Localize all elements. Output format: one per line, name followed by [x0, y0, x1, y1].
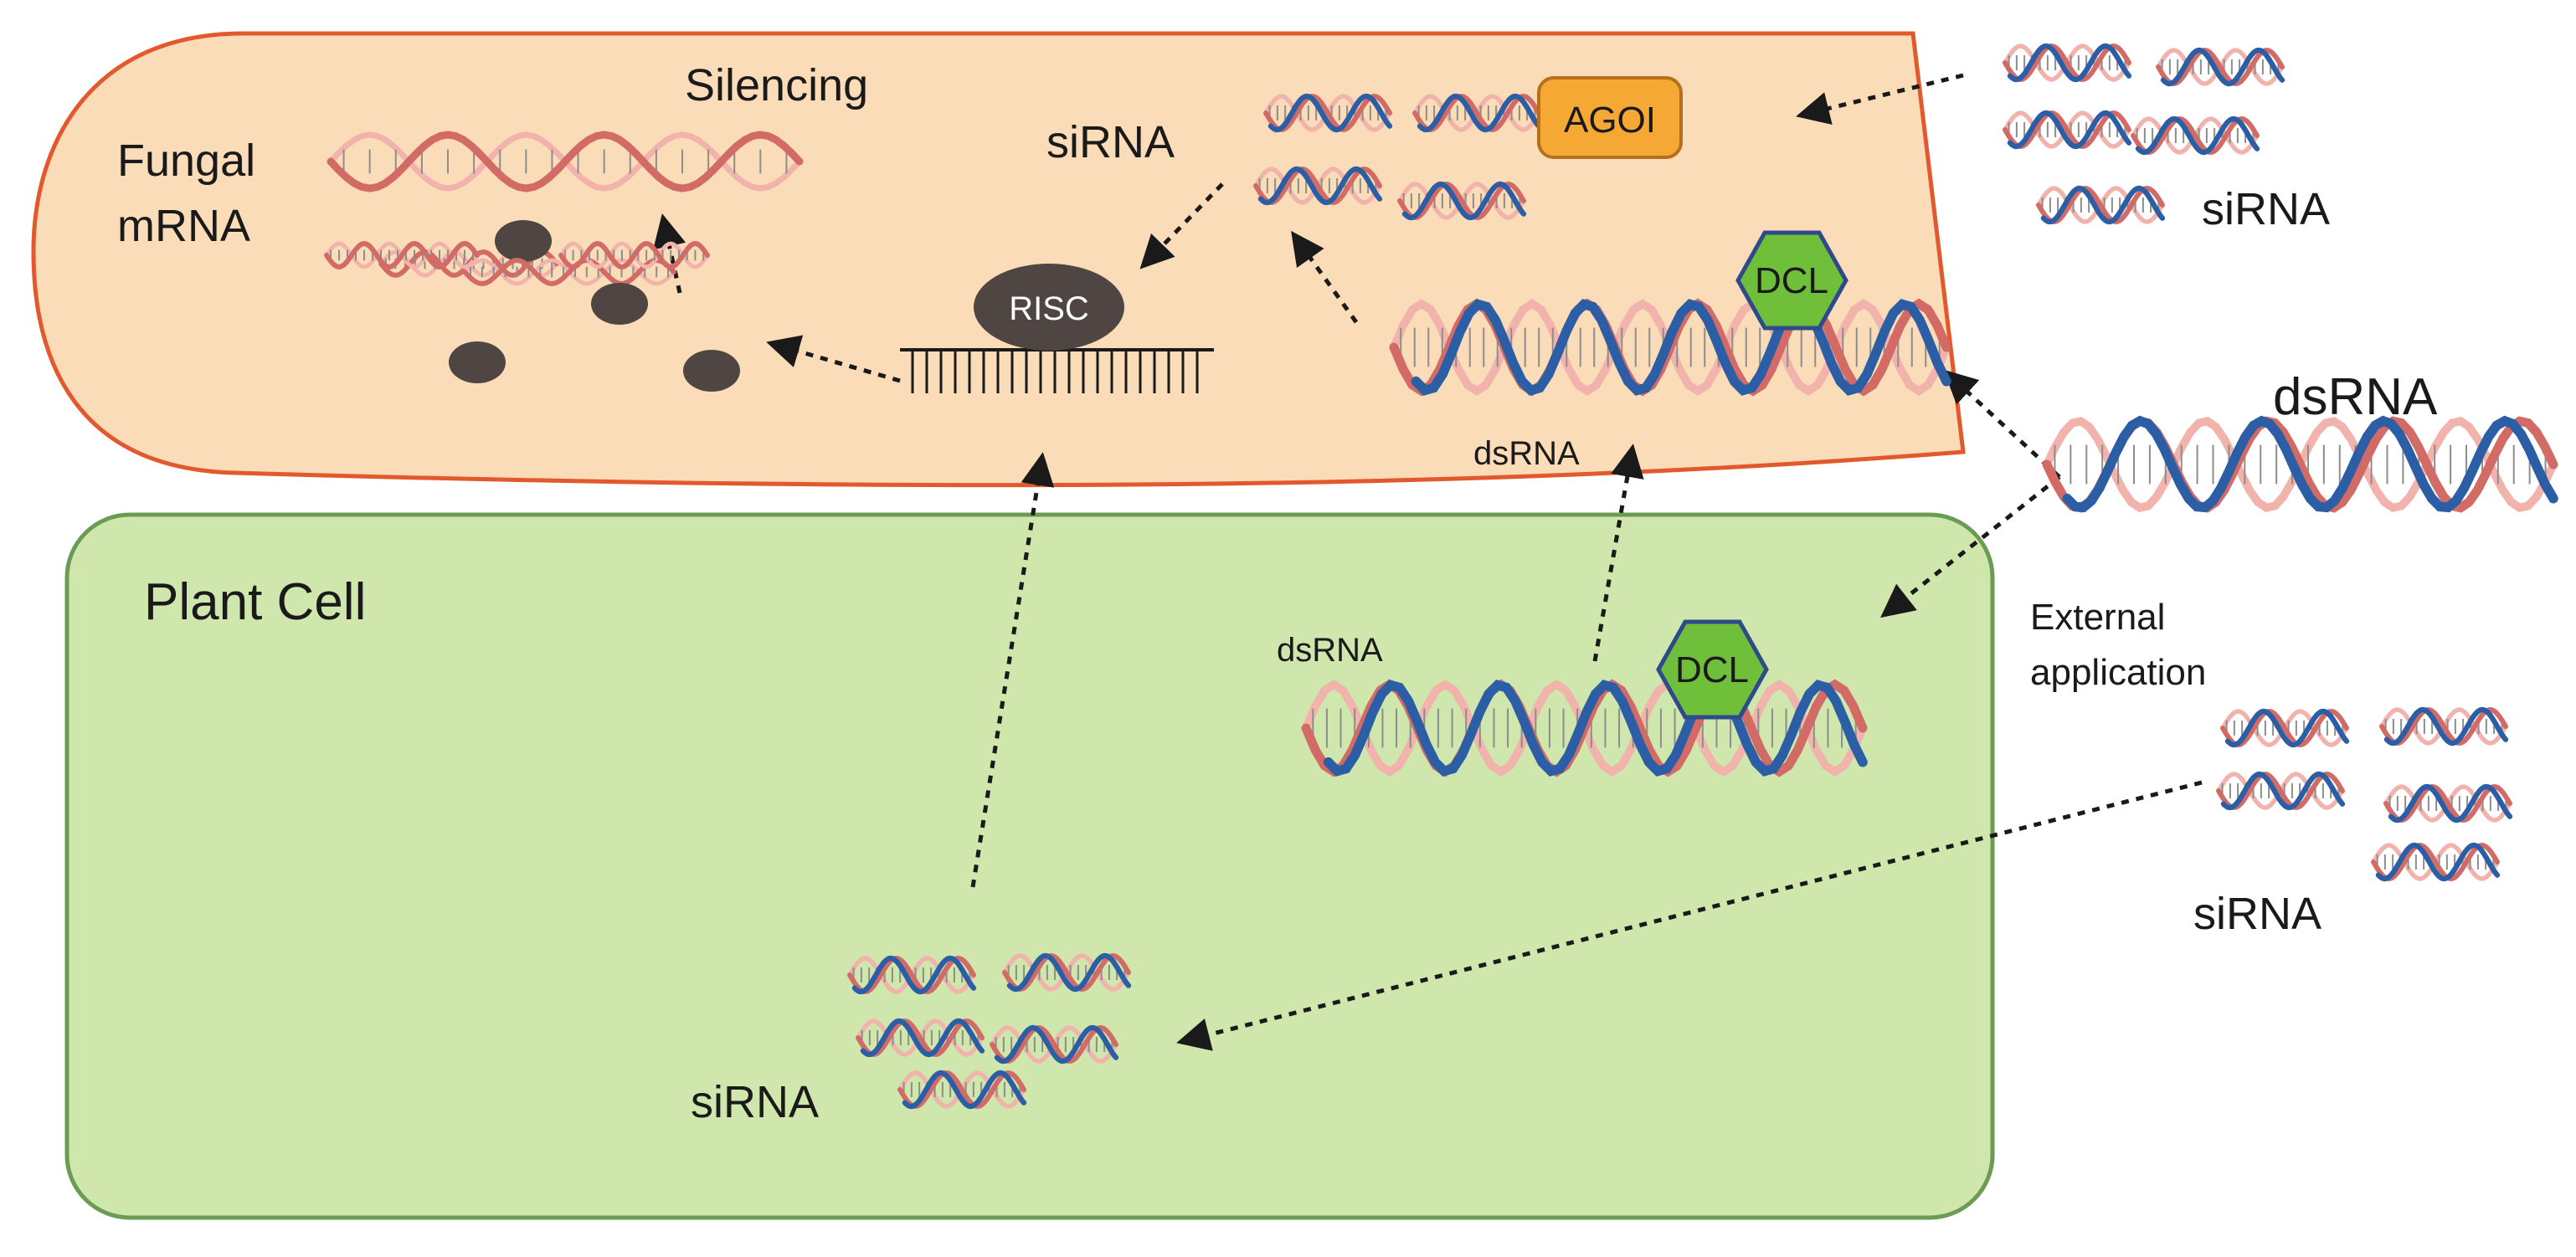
- fungal-mrna-strand: [326, 131, 804, 192]
- agoi-label: AGOI: [1564, 100, 1656, 141]
- helix-strand: [1417, 93, 1542, 133]
- helix-strand: [2007, 43, 2132, 83]
- helix-strand: [2040, 185, 2166, 225]
- dsrna-helix-outer: [2042, 415, 2558, 513]
- helix-strand: [994, 1024, 1119, 1065]
- sirna-duplex: [2216, 771, 2346, 811]
- ribosome: [591, 283, 648, 325]
- sirna-duplex: [2371, 842, 2501, 882]
- polysome-strand: [324, 240, 506, 383]
- helix-strand: [2160, 47, 2285, 87]
- sirna-duplex: [2379, 706, 2509, 747]
- helix-strand: [462, 257, 676, 287]
- sirna-plant-label: siRNA: [691, 1077, 819, 1127]
- helix-strand: [2007, 110, 2132, 150]
- helix-strand: [1323, 680, 1868, 777]
- arrow-plant-dsrna-to-fungal: [1592, 444, 1644, 662]
- dcl-plant-label: DCL: [1675, 649, 1749, 690]
- sirna-duplex: [856, 1018, 985, 1058]
- arrow-plant-sirna-to-risc: [970, 452, 1055, 888]
- helix-strand: [558, 240, 710, 270]
- sirna-duplex: [2036, 185, 2166, 225]
- helix-strand: [324, 240, 480, 270]
- helix-strand: [2224, 708, 2350, 748]
- fungal-label-line2: mRNA: [117, 201, 250, 251]
- dsrna-plant-label: dsRNA: [1277, 632, 1383, 669]
- polysome-strand: [462, 257, 676, 325]
- agoi-protein: AGOI: [1537, 76, 1683, 159]
- external-label-line1: External: [2030, 597, 2165, 638]
- arrow-dcl-to-sirna: [1291, 230, 1359, 324]
- dcl-fungal: DCL: [1735, 230, 1848, 331]
- flow-arrows: [653, 73, 2203, 1051]
- fungal-hypha-cell: [31, 31, 1966, 488]
- plant-cell-label: Plant Cell: [144, 573, 366, 631]
- sirna-duplex: [2003, 110, 2132, 150]
- arrow-external-dsrna-to-fungal: [1943, 369, 2061, 479]
- dsrna-fungal-label: dsRNA: [1473, 435, 1580, 472]
- sirna-duplex: [1412, 93, 1542, 133]
- arrow-external-sirna-to-plant: [1176, 780, 2203, 1051]
- helix-strand: [2375, 842, 2501, 882]
- sirna-duplex: [1002, 952, 1132, 993]
- helix-strand: [1411, 299, 1951, 396]
- helix-strand: [1257, 166, 1383, 206]
- helix-strand: [851, 955, 977, 995]
- dsrna-helix-fungal: [1389, 298, 1951, 397]
- sirna-duplex: [2383, 783, 2513, 823]
- risc-complex: RISC: [900, 264, 1214, 393]
- helix-strand: [2220, 771, 2346, 811]
- sirna-groups: [847, 43, 2513, 1110]
- arrow-risc-to-mrna: [766, 335, 901, 383]
- risc-body: [974, 264, 1124, 351]
- sirna-duplex: [1397, 181, 1527, 221]
- sirna-duplex: [1253, 166, 1383, 206]
- dsrna-helices: [1301, 298, 2558, 777]
- risc-label: RISC: [1009, 290, 1089, 327]
- sirna-duplex: [2156, 47, 2285, 87]
- arrow-external-dsrna-to-plant: [1880, 475, 2061, 618]
- ribosome: [683, 350, 740, 392]
- helix-strand: [2135, 115, 2260, 156]
- helix-strand: [2062, 415, 2558, 513]
- sirna-outer-bottom-label: siRNA: [2193, 889, 2321, 939]
- helix-strand: [2383, 706, 2509, 747]
- arrow-translation-to-silencing: [653, 213, 686, 294]
- sirna-duplex: [897, 1070, 1027, 1110]
- sirna-duplex: [2131, 115, 2260, 156]
- sirna-duplex: [2220, 708, 2350, 748]
- sirna-duplex: [1263, 93, 1393, 133]
- helix-strand: [860, 1018, 985, 1058]
- silencing-label: Silencing: [685, 60, 868, 110]
- helix-strand: [902, 1070, 1027, 1110]
- helix-strand: [1267, 93, 1393, 133]
- mrna-strand: [326, 131, 804, 192]
- sirna-duplex: [2003, 43, 2132, 83]
- ribosome: [495, 220, 552, 262]
- sirna-duplex: [847, 955, 977, 995]
- ribosome: [449, 341, 506, 383]
- sirna-fungal-label: siRNA: [1046, 117, 1175, 167]
- arrow-sirna-to-risc: [1139, 182, 1224, 269]
- external-label-line2: application: [2030, 652, 2206, 693]
- dcl-fungal-label: DCL: [1755, 260, 1828, 301]
- dsrna-outer-label: dsRNA: [2273, 368, 2438, 426]
- helix-strand: [2388, 783, 2513, 823]
- dcl-plant: DCL: [1656, 619, 1769, 720]
- fungal-label-line1: Fungal: [117, 136, 255, 186]
- helix-strand: [1401, 181, 1527, 221]
- dsrna-helix-plant: [1301, 679, 1868, 777]
- arrow-external-sirna-to-fungal: [1796, 73, 1964, 126]
- polysome-strand: [558, 240, 740, 392]
- sirna-outer-top-label: siRNA: [2202, 184, 2330, 234]
- helix-strand: [326, 131, 804, 192]
- helix-strand: [1006, 952, 1132, 993]
- polysome-group: [324, 220, 740, 392]
- sirna-duplex: [990, 1024, 1119, 1065]
